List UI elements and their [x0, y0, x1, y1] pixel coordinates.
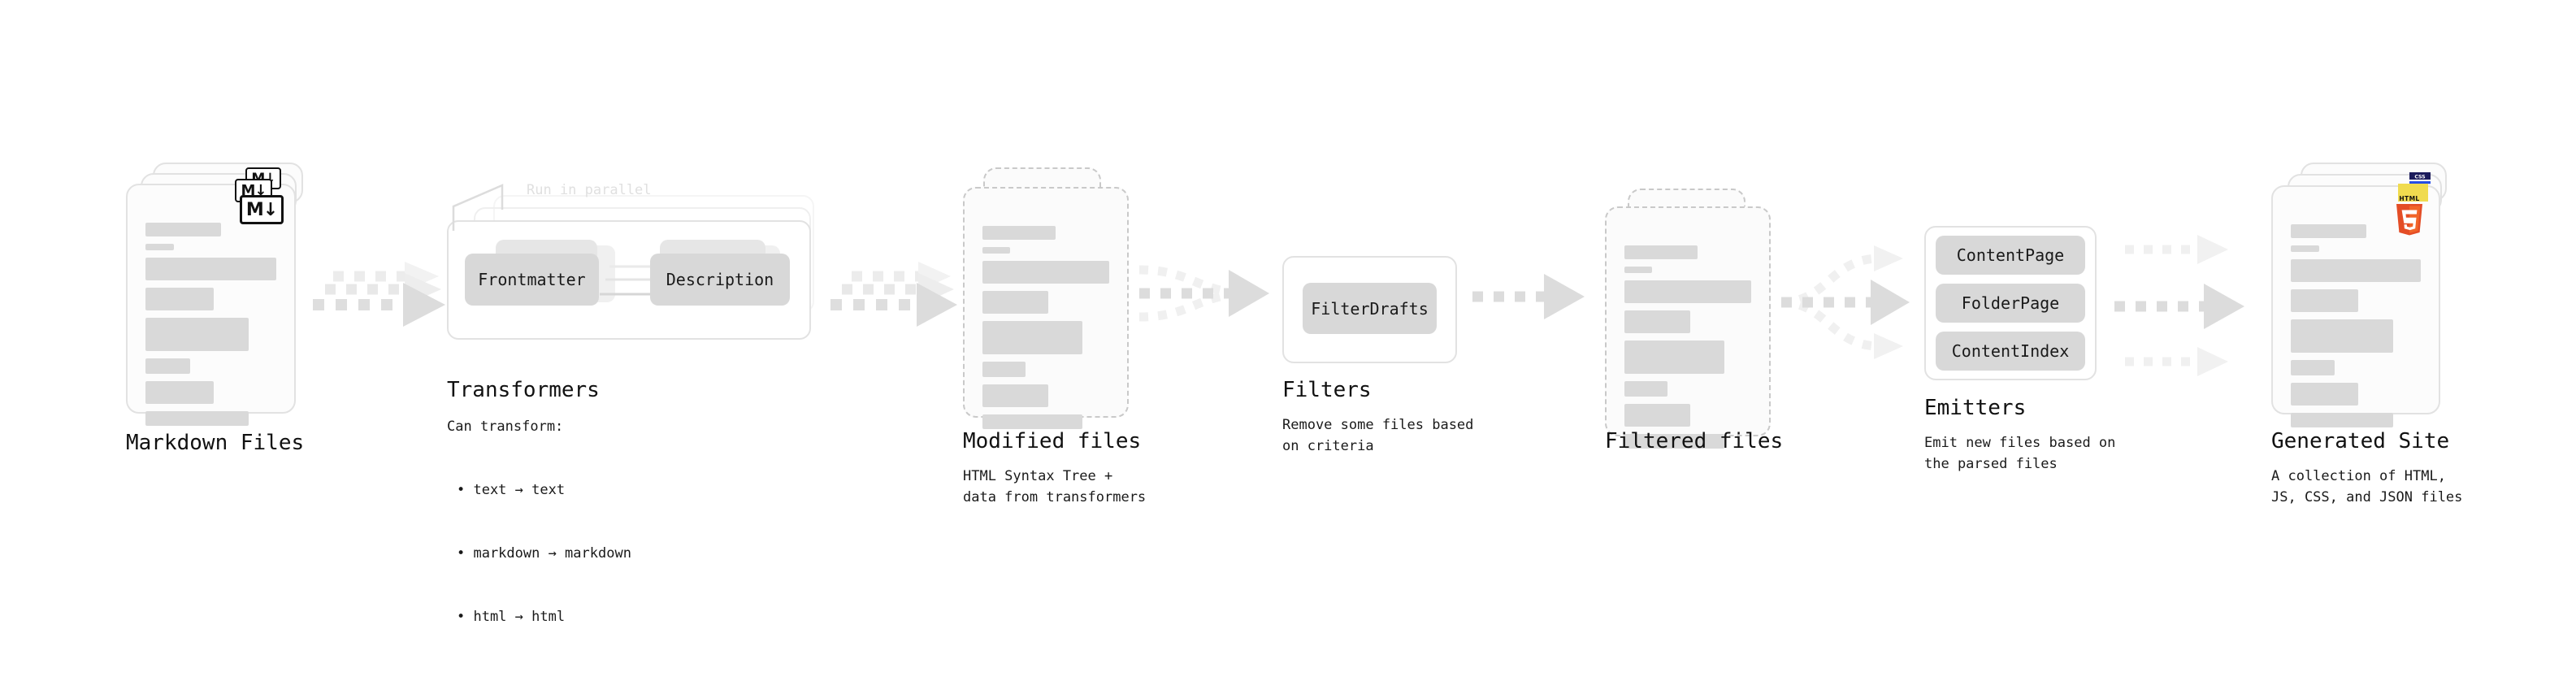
- bullet-item: • html → html: [457, 609, 566, 625]
- run-in-parallel-label: Run in parallel: [527, 182, 652, 198]
- markdown-badge-front: M↓: [240, 195, 284, 224]
- doc-line: [2291, 224, 2366, 238]
- doc-line: [145, 411, 249, 426]
- doc-content-lines: [2291, 224, 2421, 435]
- emitters-group: ContentPage FolderPage ContentIndex: [1924, 226, 2097, 382]
- markdown-badge-label: M↓: [245, 199, 278, 220]
- filtered-files-stack: [1605, 189, 1792, 449]
- doc-line: [2291, 383, 2359, 406]
- arrow-modified-to-filters: [1138, 252, 1288, 358]
- chip-contentindex[interactable]: ContentIndex: [1936, 332, 2085, 371]
- filters-group: FilterDrafts: [1282, 256, 1457, 366]
- chip-frontmatter[interactable]: Frontmatter: [465, 254, 599, 306]
- transformers-bullets: • text → text • markdown → markdown • ht…: [457, 437, 631, 670]
- chip-folderpage[interactable]: FolderPage: [1936, 284, 2085, 323]
- doc-line: [2291, 360, 2335, 375]
- generated-site-subtitle: A collection of HTML, JS, CSS, and JSON …: [2271, 468, 2463, 505]
- arrow-filtered-to-emitters: [1780, 236, 1926, 366]
- doc-content-lines: [982, 226, 1109, 436]
- doc-content-lines: [145, 223, 276, 433]
- doc-line: [1624, 404, 1691, 427]
- arrow-filters-to-filtered: [1471, 274, 1601, 347]
- modified-files-stack: [963, 167, 1150, 429]
- filtered-files-title: Filtered files: [1605, 429, 1784, 453]
- transformers-group: Frontmatter Description: [447, 184, 821, 358]
- js-badge: [2398, 184, 2428, 202]
- emitters-title: Emitters: [1924, 396, 2027, 420]
- markdown-files-stack: M↓ M↓ M↓: [126, 163, 313, 426]
- doc-line: [145, 358, 190, 374]
- run-in-parallel-bracket: [452, 184, 504, 231]
- doc-line: [145, 223, 222, 236]
- arrow-emitters-to-site: [2113, 232, 2267, 378]
- doc-line: [2291, 289, 2359, 312]
- transformers-subtitle: Can transform:: [447, 419, 564, 435]
- chip-contentpage[interactable]: ContentPage: [1936, 236, 2085, 275]
- doc-line: [145, 381, 214, 404]
- transformers-title: Transformers: [447, 378, 600, 402]
- filters-title: Filters: [1282, 378, 1372, 402]
- doc-line: [2291, 413, 2394, 427]
- html5-badge: HTML: [2396, 195, 2422, 236]
- doc-line: [982, 247, 1011, 254]
- doc-line: [2291, 319, 2394, 353]
- markdown-badge-label: M↓: [241, 182, 267, 199]
- css-badge: CSS: [2409, 172, 2431, 184]
- chip-description[interactable]: Description: [650, 254, 790, 306]
- doc-line: [145, 288, 214, 310]
- emitters-subtitle: Emit new files based on the parsed files: [1924, 435, 2116, 472]
- doc-line: [1624, 280, 1751, 303]
- bullet-item: • text → text: [457, 482, 566, 498]
- doc-line: [1624, 267, 1653, 273]
- doc-sheet-front: [963, 187, 1129, 429]
- doc-line: [2291, 259, 2421, 282]
- doc-line: [1624, 340, 1725, 374]
- doc-line: [1624, 381, 1668, 397]
- doc-sheet-front: [126, 184, 296, 426]
- doc-line: [2291, 245, 2320, 252]
- doc-line: [1624, 310, 1691, 333]
- generated-site-title: Generated Site: [2271, 429, 2450, 453]
- doc-line: [1624, 245, 1698, 259]
- doc-line: [982, 384, 1049, 407]
- svg-text:CSS: CSS: [2414, 174, 2425, 180]
- svg-text:HTML: HTML: [2399, 195, 2419, 202]
- doc-content-lines: [1624, 245, 1751, 456]
- doc-line: [982, 414, 1083, 429]
- chip-filterdrafts[interactable]: FilterDrafts: [1303, 283, 1437, 334]
- markdown-files-title: Markdown Files: [126, 431, 305, 455]
- bullet-item: • markdown → markdown: [457, 545, 631, 562]
- doc-line: [982, 291, 1049, 314]
- doc-sheet-front: [1605, 206, 1771, 449]
- generated-site-stack: CSS HTML: [2271, 163, 2466, 427]
- doc-line: [982, 261, 1109, 284]
- doc-line: [145, 244, 175, 250]
- arrow-markdown-to-transformers: [309, 260, 455, 349]
- doc-line: [982, 321, 1083, 354]
- modified-files-subtitle: HTML Syntax Tree + data from transformer…: [963, 468, 1147, 505]
- doc-line: [982, 362, 1026, 377]
- doc-line: [145, 258, 276, 280]
- modified-files-title: Modified files: [963, 429, 1142, 453]
- doc-line: [1624, 434, 1725, 449]
- filters-subtitle: Remove some files based on criteria: [1282, 417, 1474, 454]
- arrow-transformers-to-modified: [829, 260, 967, 349]
- doc-line: [145, 318, 249, 351]
- doc-line: [982, 226, 1056, 240]
